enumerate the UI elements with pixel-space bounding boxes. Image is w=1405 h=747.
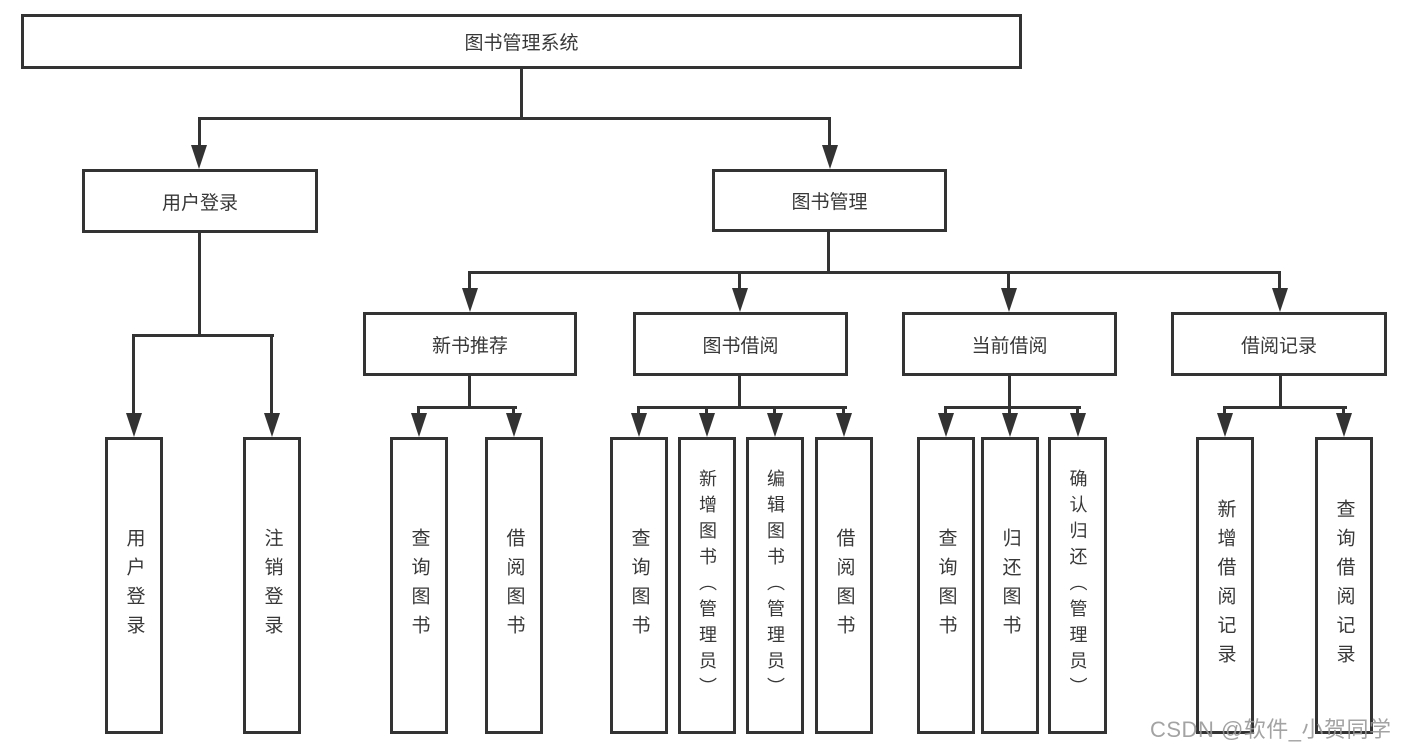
connector-line [520, 69, 523, 117]
connector-line [637, 406, 640, 416]
node-current-borrow: 当前借阅 [902, 312, 1117, 376]
leaf-logout: 注销登录 [243, 437, 301, 734]
leaf-query-books-3: 查询图书 [917, 437, 975, 734]
connector-line [827, 232, 830, 273]
connector-arrow [1070, 413, 1086, 437]
leaf-confirm-return-admin: 确认归还（管理员） [1048, 437, 1107, 734]
leaf-borrow-books-2: 借阅图书 [815, 437, 873, 734]
connector-line [1223, 406, 1347, 409]
node-root: 图书管理系统 [21, 14, 1022, 69]
node-user-login-label: 用户登录 [161, 192, 238, 214]
connector-line [198, 117, 831, 120]
leaf-query-borrow-record: 查询借阅记录 [1315, 437, 1373, 734]
connector-line [828, 117, 831, 147]
leaf-add-books-admin: 新增图书（管理员） [678, 437, 736, 734]
connector-line [738, 271, 741, 291]
leaf-add-borrow-record-label: 新增借阅记录 [1214, 498, 1236, 673]
leaf-return-books-label: 归还图书 [999, 527, 1021, 644]
leaf-query-books-2-label: 查询图书 [628, 527, 650, 644]
connector-line [1007, 271, 1010, 291]
connector-line [1008, 376, 1011, 409]
connector-arrow [1336, 413, 1352, 437]
connector-line [270, 334, 273, 414]
connector-line [1278, 271, 1281, 291]
connector-line [944, 406, 1081, 409]
leaf-query-books-1-label: 查询图书 [408, 527, 430, 644]
connector-line [468, 271, 471, 291]
connector-arrow [462, 288, 478, 312]
connector-arrow [836, 413, 852, 437]
leaf-borrow-books-1-label: 借阅图书 [503, 527, 525, 644]
connector-line [512, 406, 515, 416]
connector-line [198, 233, 201, 337]
node-borrow-records-label: 借阅记录 [1240, 335, 1317, 357]
node-root-label: 图书管理系统 [464, 33, 579, 54]
connector-arrow [1002, 413, 1018, 437]
leaf-confirm-return-admin-label: 确认归还（管理员） [1067, 468, 1088, 703]
connector-arrow [1272, 288, 1288, 312]
connector-line [1076, 406, 1079, 416]
connector-line [637, 406, 847, 409]
connector-arrow [191, 145, 207, 169]
connector-line [1008, 406, 1011, 416]
connector-line [738, 376, 741, 409]
connector-line [132, 334, 274, 337]
leaf-logout-label: 注销登录 [261, 527, 283, 644]
leaf-user-login-label: 用户登录 [123, 527, 145, 644]
node-new-book-recommend-label: 新书推荐 [431, 335, 508, 357]
connector-arrow [699, 413, 715, 437]
connector-arrow [126, 413, 142, 437]
leaf-edit-books-admin-label: 编辑图书（管理员） [765, 468, 785, 703]
connector-arrow [411, 413, 427, 437]
node-current-borrow-label: 当前借阅 [971, 335, 1048, 357]
leaf-query-books-1: 查询图书 [390, 437, 448, 734]
connector-line [417, 406, 517, 409]
connector-arrow [1217, 413, 1233, 437]
node-book-management: 图书管理 [712, 169, 947, 232]
connector-line [1223, 406, 1226, 416]
connector-arrow [732, 288, 748, 312]
connector-line [198, 117, 201, 147]
connector-line [468, 376, 471, 409]
connector-arrow [631, 413, 647, 437]
leaf-query-books-2: 查询图书 [610, 437, 668, 734]
node-book-management-label: 图书管理 [791, 192, 868, 213]
connector-line [944, 406, 947, 416]
watermark-text: CSDN @软件_小贺同学 [1150, 717, 1392, 742]
connector-line [417, 406, 420, 416]
connector-line [468, 271, 1281, 274]
node-book-borrow: 图书借阅 [633, 312, 848, 376]
connector-arrow [506, 413, 522, 437]
node-user-login: 用户登录 [82, 169, 318, 233]
leaf-user-login: 用户登录 [105, 437, 163, 734]
leaf-return-books: 归还图书 [981, 437, 1039, 734]
leaf-add-books-admin-label: 新增图书（管理员） [697, 468, 717, 703]
connector-arrow [264, 413, 280, 437]
connector-arrow [822, 145, 838, 169]
connector-line [842, 406, 845, 416]
leaf-edit-books-admin: 编辑图书（管理员） [746, 437, 804, 734]
connector-line [132, 334, 135, 414]
node-book-borrow-label: 图书借阅 [702, 335, 779, 357]
node-new-book-recommend: 新书推荐 [363, 312, 577, 376]
leaf-borrow-books-1: 借阅图书 [485, 437, 543, 734]
connector-arrow [767, 413, 783, 437]
connector-arrow [1001, 288, 1017, 312]
connector-arrow [938, 413, 954, 437]
leaf-borrow-books-2-label: 借阅图书 [833, 527, 855, 644]
leaf-add-borrow-record: 新增借阅记录 [1196, 437, 1254, 734]
node-borrow-records: 借阅记录 [1171, 312, 1387, 376]
leaf-query-borrow-record-label: 查询借阅记录 [1333, 498, 1355, 673]
connector-line [773, 406, 776, 416]
leaf-query-books-3-label: 查询图书 [935, 527, 957, 644]
connector-line [1279, 376, 1282, 409]
connector-line [1342, 406, 1345, 416]
connector-line [705, 406, 708, 416]
